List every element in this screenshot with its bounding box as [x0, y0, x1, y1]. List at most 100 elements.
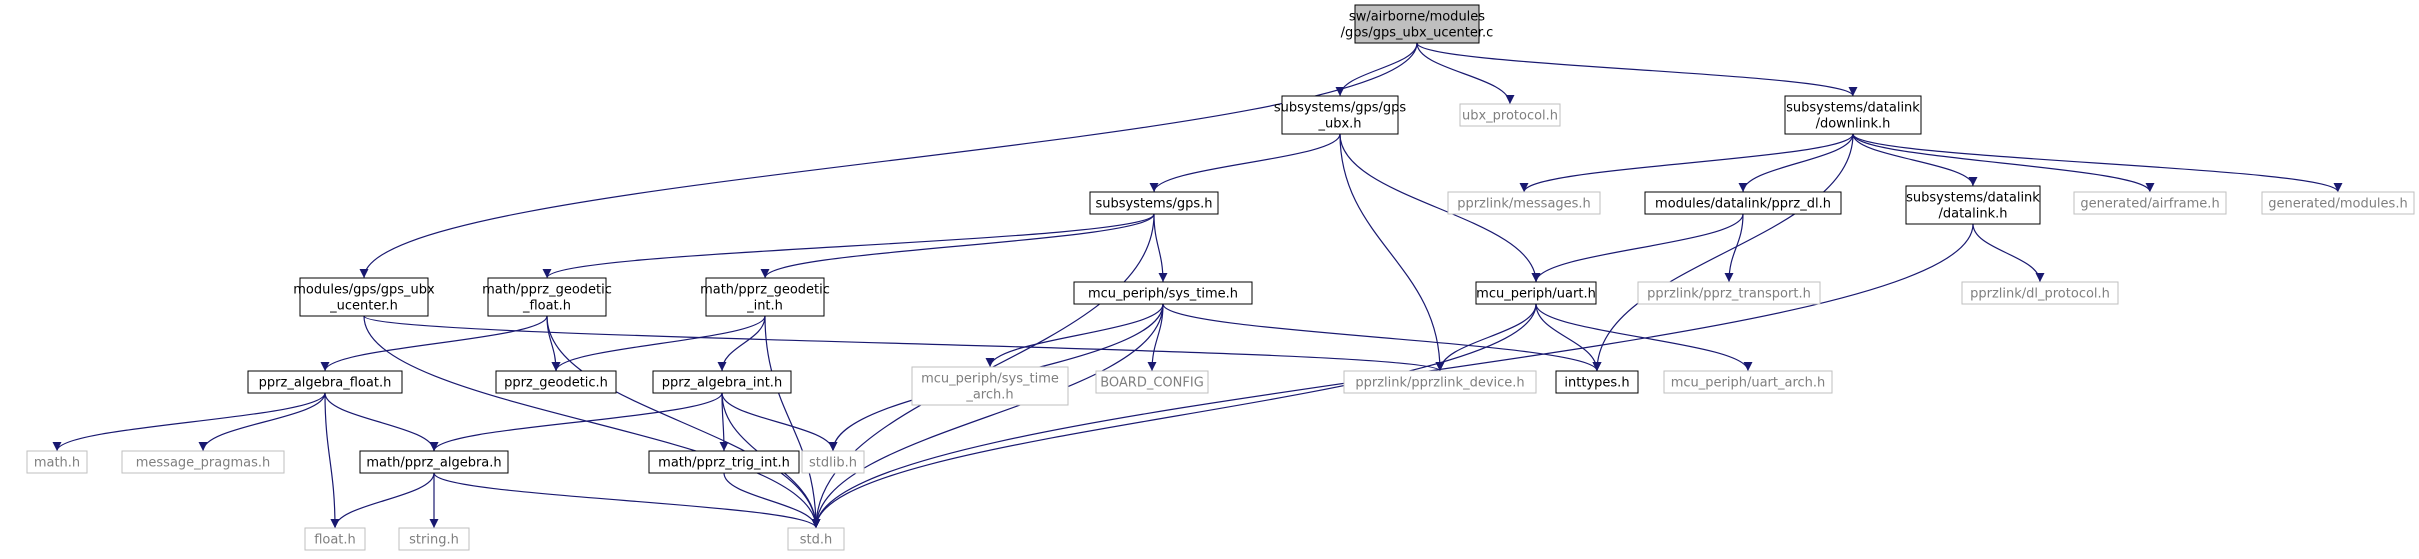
- edges: [52, 42, 2343, 529]
- node-gps_h[interactable]: subsystems/gps.h: [1089, 191, 1219, 215]
- node-uart[interactable]: mcu_periph/uart.h: [1475, 281, 1597, 305]
- edge-downlink-to-datalink_h: [1852, 133, 1978, 187]
- node-label-line: /datalink.h: [1938, 207, 2007, 222]
- edge-gps_h-to-geodetic_int: [760, 213, 1155, 279]
- node-label-line: subsystems/gps.h: [1095, 197, 1212, 212]
- node-box: [121, 450, 285, 474]
- node-pprz_dl[interactable]: modules/datalink/pprz_dl.h: [1644, 191, 1842, 215]
- node-box: [1663, 370, 1833, 394]
- node-label-line: generated/modules.h: [2268, 197, 2407, 212]
- node-sys_time[interactable]: mcu_periph/sys_time.h: [1073, 281, 1253, 305]
- node-box: [2073, 191, 2227, 215]
- node-label-line: math/pprz_geodetic: [700, 283, 830, 298]
- node-airframe[interactable]: generated/airframe.h: [2073, 191, 2227, 215]
- node-trig_int[interactable]: math/pprz_trig_int.h: [648, 450, 800, 474]
- node-box: [1459, 103, 1561, 127]
- nodes: sw/airborne/modules/gps/gps_ubx_ucenter.…: [26, 4, 2415, 551]
- edge-algebra_int-to-stdlib: [721, 392, 838, 452]
- node-label-line: stdlib.h: [809, 456, 857, 471]
- node-box: [1073, 281, 1253, 305]
- node-algebra_int[interactable]: pprz_algebra_int.h: [652, 370, 792, 394]
- node-box: [495, 370, 617, 394]
- node-geodetic_int[interactable]: math/pprz_geodetic_int.h: [700, 277, 830, 317]
- node-board_config[interactable]: BOARD_CONFIG: [1095, 370, 1209, 394]
- node-label-line: float.h: [314, 533, 356, 548]
- node-modules_gen[interactable]: generated/modules.h: [2261, 191, 2415, 215]
- node-label-line: std.h: [800, 533, 833, 548]
- node-label-line: math/pprz_geodetic: [482, 283, 612, 298]
- edge-uart-to-uart_arch: [1535, 303, 1753, 372]
- node-label-line: _ubx.h: [1317, 117, 1361, 132]
- node-box: [1354, 4, 1480, 44]
- edge-gps_ubx_ucenter_h-to-std_h: [363, 315, 821, 529]
- edge-gps_ubx-to-gps_h: [1149, 133, 1341, 193]
- edge-gps_ubx-to-uart: [1339, 133, 1541, 283]
- edge-algebra-to-float_h: [330, 472, 435, 529]
- edge-algebra_float-to-message_pragmas: [198, 392, 326, 452]
- node-box: [2261, 191, 2415, 215]
- node-downlink[interactable]: subsystems/datalink/downlink.h: [1784, 95, 1922, 135]
- node-box: [1343, 370, 1537, 394]
- node-uart_arch[interactable]: mcu_periph/uart_arch.h: [1663, 370, 1833, 394]
- node-box: [1905, 185, 2041, 225]
- node-box: [26, 450, 88, 474]
- node-pprz_geodetic[interactable]: pprz_geodetic.h: [495, 370, 617, 394]
- node-math_h[interactable]: math.h: [26, 450, 88, 474]
- node-gps_ubx[interactable]: subsystems/gps/gps_ubx.h: [1274, 95, 1407, 135]
- node-label-line: pprzlink/messages.h: [1457, 197, 1591, 212]
- node-algebra_float[interactable]: pprz_algebra_float.h: [247, 370, 403, 394]
- node-root[interactable]: sw/airborne/modules/gps/gps_ubx_ucenter.…: [1341, 4, 1494, 44]
- node-label-line: pprzlink/dl_protocol.h: [1970, 287, 2110, 302]
- node-algebra[interactable]: math/pprz_algebra.h: [359, 450, 509, 474]
- node-geodetic_float[interactable]: math/pprz_geodetic_float.h: [482, 277, 612, 317]
- node-inttypes[interactable]: inttypes.h: [1555, 370, 1639, 394]
- node-box: [1281, 95, 1399, 135]
- node-pprzlink_messages[interactable]: pprzlink/messages.h: [1447, 191, 1601, 215]
- edge-uart-to-pprzlink_device: [1435, 303, 1537, 372]
- node-box: [359, 450, 509, 474]
- node-box: [1089, 191, 1219, 215]
- node-box: [398, 527, 470, 551]
- node-box: [1637, 281, 1821, 305]
- node-label-line: /downlink.h: [1816, 117, 1891, 132]
- node-std_h[interactable]: std.h: [787, 527, 845, 551]
- edge-uart-to-std_h: [811, 303, 1537, 529]
- edge-datalink_h-to-dl_protocol: [1972, 223, 2045, 283]
- node-pprz_transport[interactable]: pprzlink/pprz_transport.h: [1637, 281, 1821, 305]
- node-label-line: mcu_periph/sys_time.h: [1088, 287, 1238, 302]
- node-gps_ubx_ucenter_h[interactable]: modules/gps/gps_ubx_ucenter.h: [293, 277, 435, 317]
- node-box: [487, 277, 607, 317]
- node-label-line: subsystems/datalink: [1906, 191, 2040, 206]
- node-box: [652, 370, 792, 394]
- edge-sys_time-to-inttypes: [1162, 303, 1602, 372]
- edge-downlink-to-modules_gen: [1852, 133, 2343, 193]
- node-box: [304, 527, 366, 551]
- edge-geodetic_float-to-std_h: [546, 315, 821, 529]
- node-pprzlink_device[interactable]: pprzlink/pprzlink_device.h: [1343, 370, 1537, 394]
- edge-downlink-to-pprz_dl: [1738, 133, 1854, 193]
- node-dl_protocol[interactable]: pprzlink/dl_protocol.h: [1961, 281, 2119, 305]
- node-label-line: message_pragmas.h: [136, 456, 271, 471]
- edge-gps_h-to-geodetic_float: [542, 213, 1155, 279]
- node-float_h[interactable]: float.h: [304, 527, 366, 551]
- node-label-line: ubx_protocol.h: [1462, 109, 1558, 124]
- node-label-line: pprzlink/pprz_transport.h: [1647, 287, 1811, 302]
- edge-algebra_int-to-algebra: [429, 392, 723, 452]
- node-string_h[interactable]: string.h: [398, 527, 470, 551]
- node-message_pragmas[interactable]: message_pragmas.h: [121, 450, 285, 474]
- node-stdlib[interactable]: stdlib.h: [801, 450, 865, 474]
- node-label-line: pprzlink/pprzlink_device.h: [1355, 376, 1524, 391]
- node-sys_time_arch[interactable]: mcu_periph/sys_time_arch.h: [911, 366, 1069, 406]
- node-label-line: /gps/gps_ubx_ucenter.c: [1341, 26, 1494, 41]
- node-label-line: sw/airborne/modules: [1349, 10, 1485, 25]
- node-ubx_protocol[interactable]: ubx_protocol.h: [1459, 103, 1561, 127]
- edge-algebra_float-to-algebra: [324, 392, 439, 452]
- node-datalink_h[interactable]: subsystems/datalink/datalink.h: [1905, 185, 2041, 225]
- edge-geodetic_float-to-algebra_float: [320, 315, 548, 372]
- edge-downlink-to-airframe: [1852, 133, 2155, 193]
- node-label-line: math/pprz_trig_int.h: [658, 456, 790, 471]
- node-label-line: BOARD_CONFIG: [1100, 376, 1204, 391]
- edge-pprz_dl-to-pprz_transport: [1724, 213, 1744, 283]
- node-box: [1644, 191, 1842, 215]
